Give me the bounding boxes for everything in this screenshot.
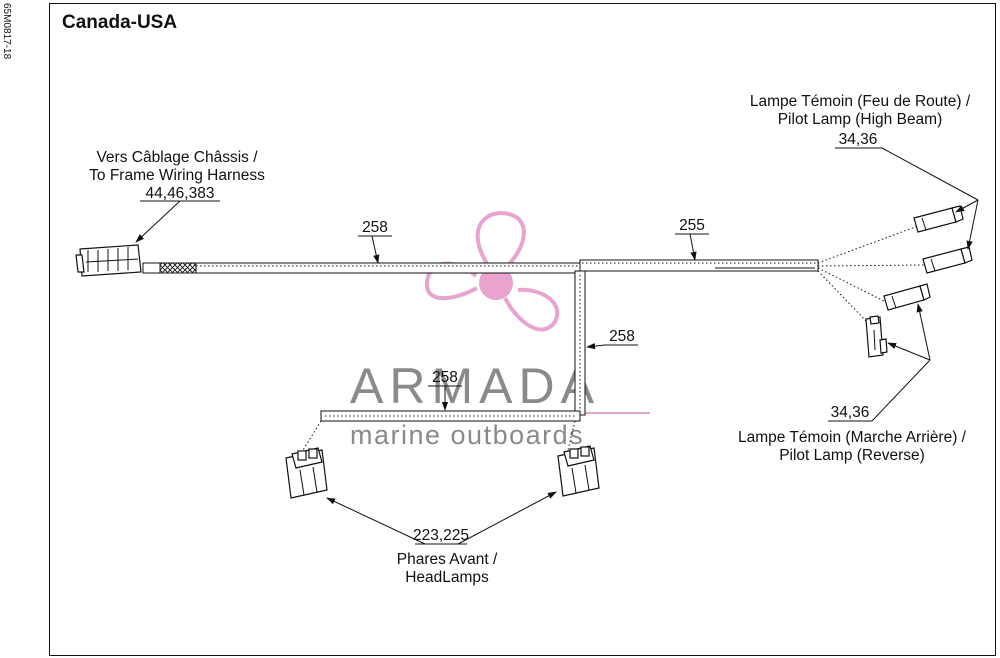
wire-258-headlamp-label: 258	[432, 369, 458, 386]
pilot-lamp-reverse-connector-1	[883, 283, 931, 311]
frame-harness-connector	[75, 244, 142, 277]
high-beam-label-fr: Lampe Témoin (Feu de Route) /	[750, 93, 971, 110]
drawing-code: 65M0817-18	[1, 3, 12, 60]
reverse-label-en: Pilot Lamp (Reverse)	[779, 447, 925, 464]
pilot-lamp-high-beam-connector-1	[913, 205, 964, 233]
harness-258-main	[142, 262, 581, 274]
page-title: Canada-USA	[62, 12, 177, 33]
wire-258-branch-label: 258	[609, 328, 635, 345]
pilot-lamp-high-beam-connector-2	[922, 246, 973, 274]
headlamps-label-en: HeadLamps	[405, 569, 489, 586]
high-beam-label-en: Pilot Lamp (High Beam)	[778, 111, 943, 128]
reverse-label-fr: Lampe Témoin (Marche Arrière) /	[738, 429, 967, 446]
brand-text: ARMADA	[350, 358, 600, 414]
frame-harness-ref: 44,46,383	[146, 185, 215, 202]
tagline-text: marine outboards	[350, 420, 584, 450]
wire-255-label: 255	[679, 217, 705, 234]
headlamps-label-fr: Phares Avant /	[397, 551, 498, 568]
reverse-ref: 34,36	[831, 404, 870, 421]
frame-harness-label-en: To Frame Wiring Harness	[89, 167, 265, 184]
headlamp-connector-left	[285, 447, 328, 499]
harness-255	[579, 259, 819, 272]
headlamp-connector-right	[557, 445, 600, 497]
wire-258-main-label: 258	[362, 219, 388, 236]
armada-watermark: ARMADA marine outboards	[350, 210, 650, 450]
high-beam-ref: 34,36	[839, 131, 878, 148]
diagram-frame	[49, 3, 996, 656]
headlamps-ref: 223,225	[413, 527, 469, 544]
harness-sleeve	[159, 262, 197, 274]
pilot-lamp-reverse-connector-2	[865, 315, 888, 358]
frame-harness-label-fr: Vers Câblage Châssis /	[96, 149, 258, 166]
